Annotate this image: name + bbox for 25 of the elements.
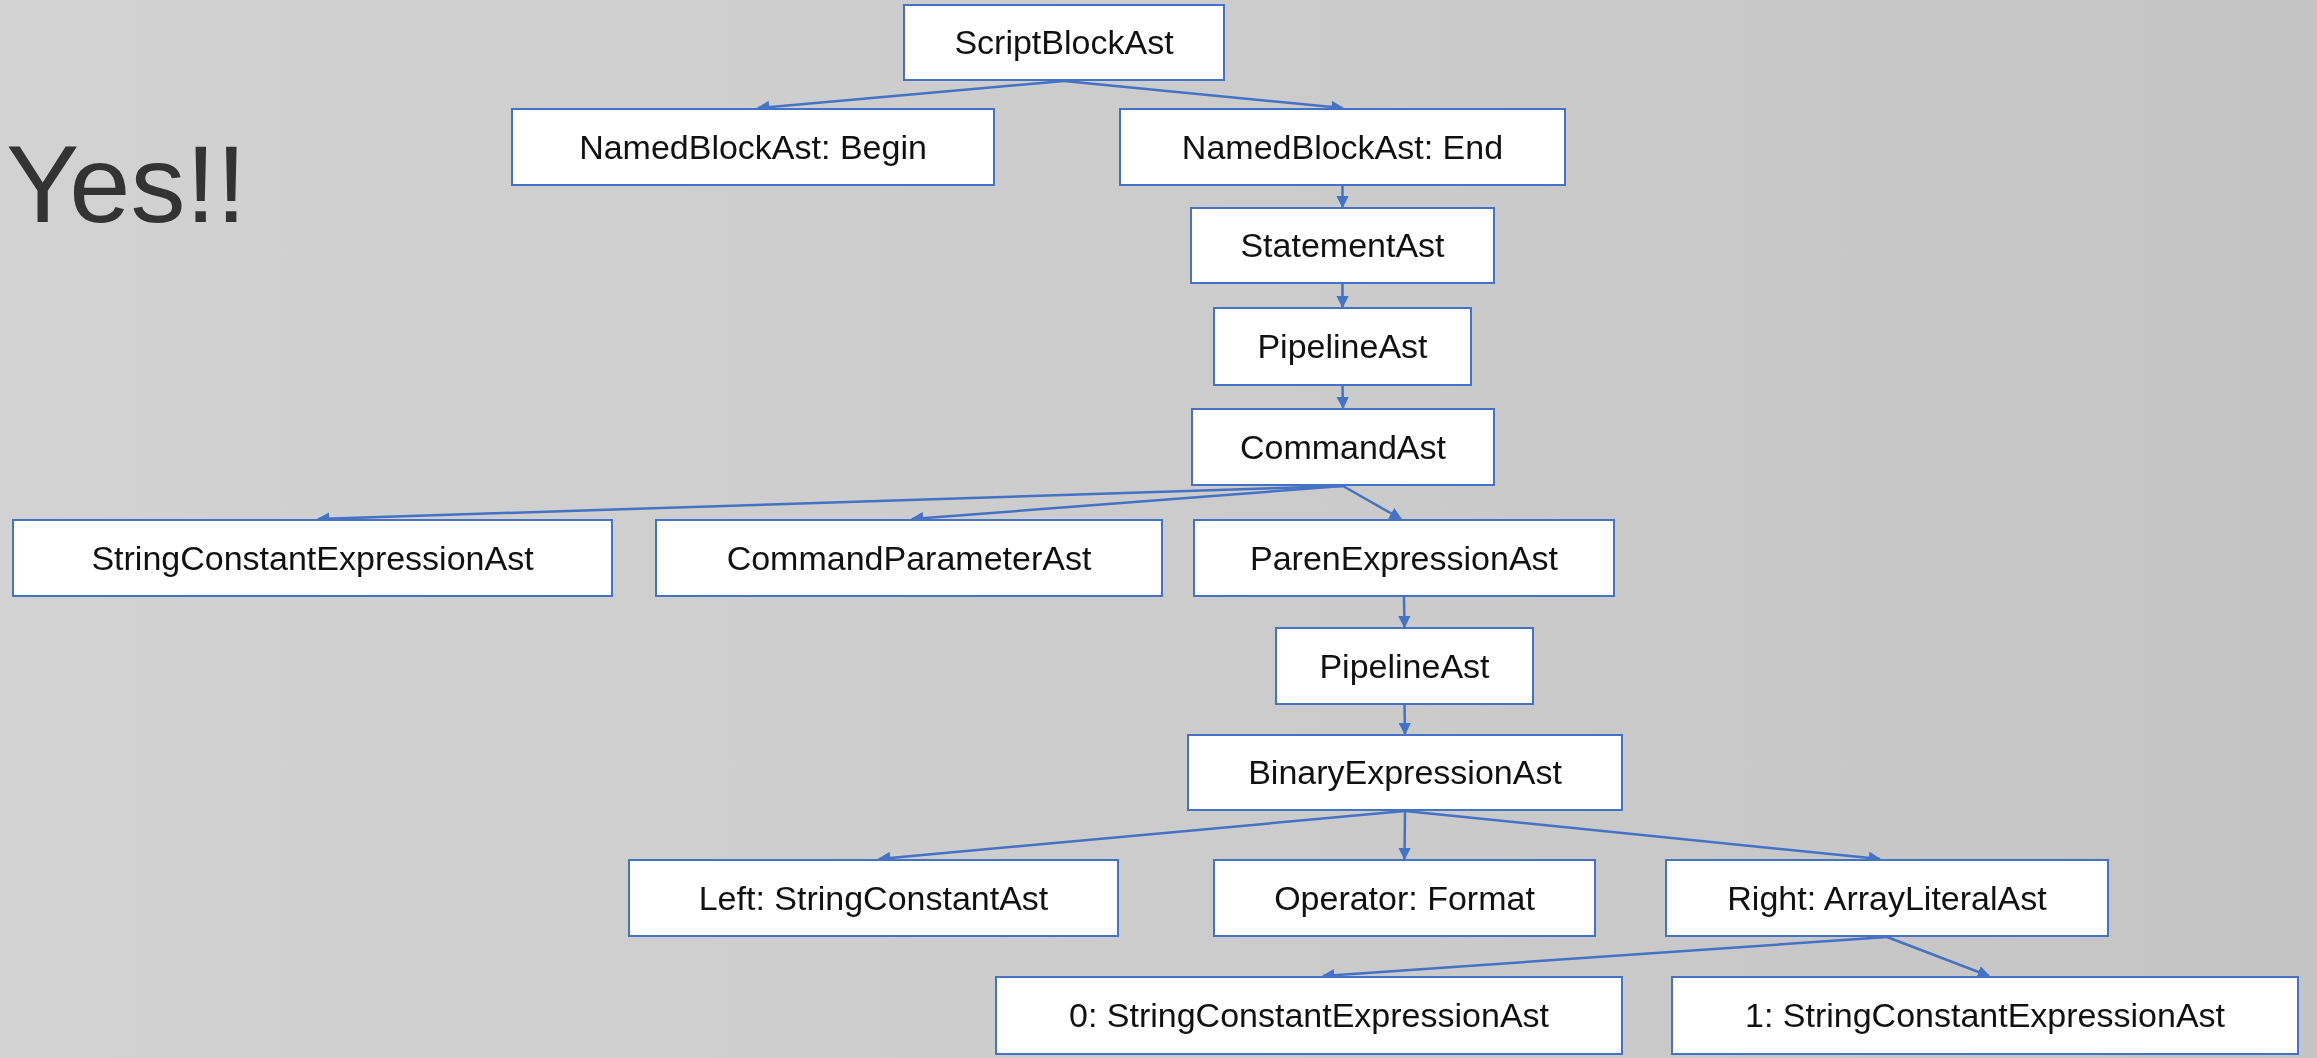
tree-node: CommandAst	[1191, 408, 1495, 486]
tree-node: Right: ArrayLiteralAst	[1665, 859, 2109, 937]
arrow	[1336, 284, 1349, 309]
tree-node: 0: StringConstantExpressionAst	[995, 976, 1623, 1055]
tree-node: NamedBlockAst: End	[1119, 108, 1566, 186]
arrow	[1398, 596, 1411, 629]
tree-node: BinaryExpressionAst	[1187, 734, 1623, 811]
tree-node: StatementAst	[1190, 207, 1495, 284]
tree-node: ParenExpressionAst	[1193, 519, 1615, 597]
tree-node: CommandParameterAst	[655, 519, 1163, 597]
arrow	[1336, 186, 1349, 209]
arrow	[1342, 484, 1403, 521]
slide-heading: Yes!!	[6, 121, 247, 247]
tree-node: Left: StringConstantAst	[628, 859, 1119, 937]
tree-node: NamedBlockAst: Begin	[511, 108, 995, 186]
tree-node: Operator: Format	[1213, 859, 1596, 937]
tree-node: StringConstantExpressionAst	[12, 519, 613, 597]
tree-node: PipelineAst	[1213, 307, 1472, 386]
arrow	[1336, 385, 1349, 410]
tree-node: 1: StringConstantExpressionAst	[1671, 976, 2299, 1055]
tree-node: ScriptBlockAst	[903, 4, 1225, 81]
arrow	[1886, 935, 1991, 978]
tree-node: PipelineAst	[1275, 627, 1534, 705]
arrow	[1398, 811, 1411, 861]
arrow	[1398, 704, 1412, 736]
